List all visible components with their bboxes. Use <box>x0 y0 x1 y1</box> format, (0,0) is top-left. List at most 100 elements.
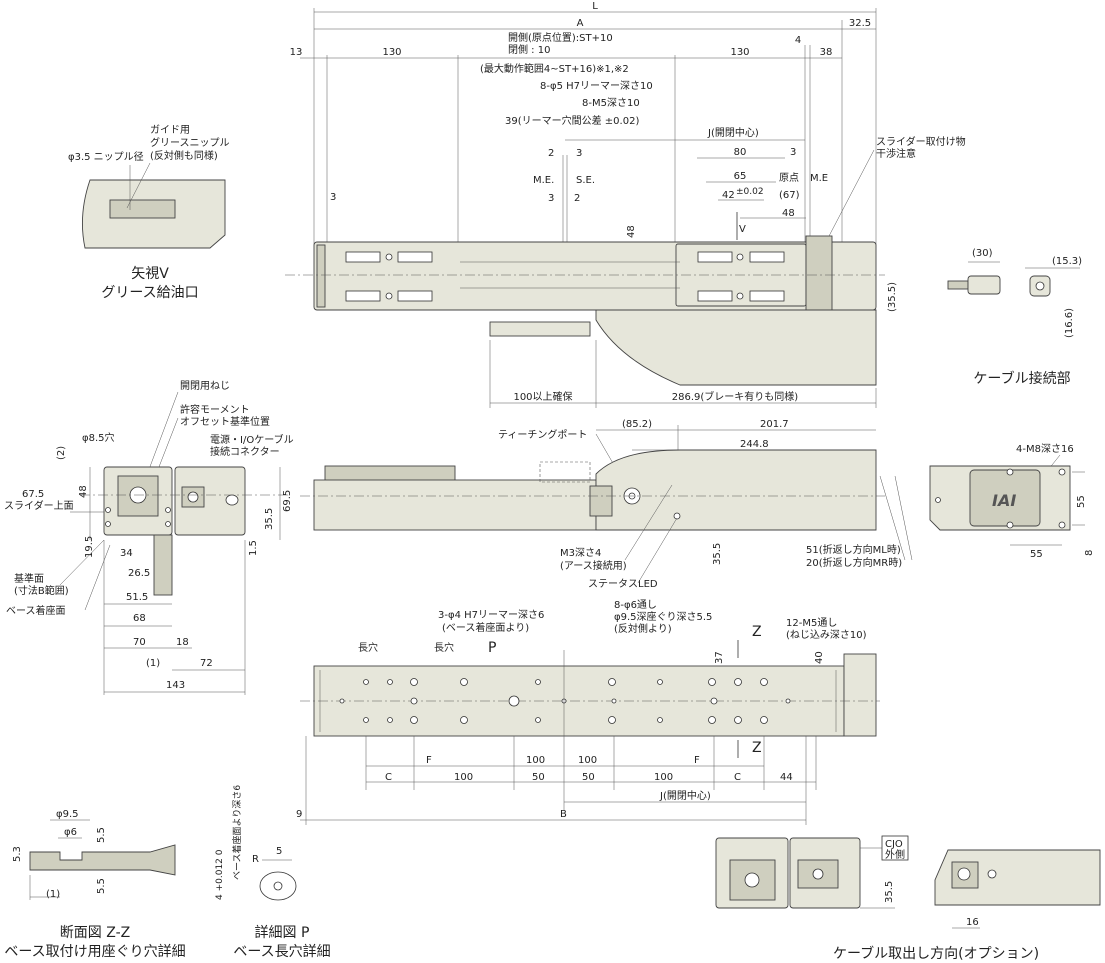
dim-f-left: F <box>426 755 432 766</box>
ref-face-1: 基準面 <box>14 572 44 585</box>
dim-55-end-h: 55 <box>1030 549 1043 560</box>
dim-5-3: 5.3 <box>12 846 23 862</box>
thru6-label-1: 8-φ6通し <box>614 599 657 611</box>
dim-30: (30) <box>972 248 993 259</box>
dim-9: 9 <box>296 809 302 820</box>
p-marker: P <box>488 640 496 656</box>
cable-section-title: ケーブル接続部 <box>973 370 1070 387</box>
side-section: 開閉用ねじ 許容モーメント オフセット基準位置 電源・I/Oケーブル 接続コネク… <box>4 380 294 695</box>
cjo-sublabel: 外側 <box>885 848 905 861</box>
dim-2-side: (2) <box>56 446 67 460</box>
dim-130a: 130 <box>382 47 401 58</box>
z-marker-top: Z <box>752 624 762 640</box>
m5-thru-label-1: 12-M5通し <box>786 617 837 629</box>
dim-37: 37 <box>714 651 725 664</box>
detail-p-tolerance: 4 +0.012 0 <box>215 849 225 900</box>
dim-70: 70 <box>133 637 146 648</box>
view-v-title: 矢視V <box>131 266 169 282</box>
dim-8-end: 8 <box>1084 550 1095 556</box>
dim-15-3: (15.3) <box>1052 256 1082 267</box>
se-label: S.E. <box>576 175 595 186</box>
detail-p-subtitle: ベース長穴詳細 <box>233 944 330 960</box>
moment-label-1: 許容モーメント <box>180 403 250 416</box>
dim-50-right: 50 <box>582 772 595 783</box>
dim-phi-6: φ6 <box>64 827 77 838</box>
dim-286-9: 286.9(ブレーキ有りも同様) <box>672 390 799 403</box>
slider-top-label: スライダー上面 <box>4 499 74 512</box>
dim-5-detail: 5 <box>276 846 282 857</box>
dim-c-left: C <box>385 772 392 783</box>
dim-3a: 3 <box>576 148 582 159</box>
dim-26-5: 26.5 <box>128 568 150 579</box>
guide-nipple-3: (反対側も同様) <box>150 149 218 162</box>
dim-100-upper-right: 100 <box>578 755 597 766</box>
base-face-label: ベース着座面 <box>6 604 66 617</box>
stroke-range-note: (最大動作範囲4~ST+16)※1,※2 <box>480 62 629 75</box>
detail-p-depth: ベース着座面より深さ6 <box>231 785 243 880</box>
dim-16-option: 16 <box>966 917 979 928</box>
cable-connection: (30) (15.3) (16.6) ケーブル接続部 <box>947 248 1082 387</box>
dim-L: L <box>592 1 598 12</box>
dim-42-tol: ±0.02 <box>736 187 764 197</box>
m5-thru-label-2: (ねじ込み深さ10) <box>786 629 867 641</box>
dim-72: 72 <box>200 658 213 669</box>
dim-48a: 48 <box>626 225 637 238</box>
ref-face-2: (寸法B範囲) <box>14 584 69 597</box>
m8-label: 4-M8深さ16 <box>1016 443 1074 455</box>
section-zz-title: 断面図 Z-Z <box>60 925 130 941</box>
dim-68: 68 <box>133 613 146 624</box>
z-marker-bottom: Z <box>752 740 762 756</box>
top-view: L A 32.5 13 130 130 4 38 開側(原点位置):ST+10 … <box>285 1 966 408</box>
dim-44: 44 <box>780 772 793 783</box>
dim-100-upper-left: 100 <box>526 755 545 766</box>
dim-19-5: 19.5 <box>84 536 95 558</box>
view-v-subtitle: グリース給油口 <box>101 285 198 301</box>
reamer4-label-1: 3-φ4 H7リーマー深さ6 <box>438 609 544 621</box>
reamer5-note: 8-φ5 H7リーマー深さ10 <box>540 80 653 92</box>
dim-35-5-option: 35.5 <box>884 881 895 903</box>
dim-67: (67) <box>779 190 800 201</box>
slot-label-2: 長穴 <box>434 641 454 654</box>
dim-51-ml: 51(折返し方向ML時) <box>806 543 901 556</box>
power-label-1: 電源・I/Oケーブル <box>210 433 294 446</box>
dim-38: 38 <box>820 47 833 58</box>
dim-13: 13 <box>290 47 303 58</box>
dim-20-mr: 20(折返し方向MR時) <box>806 556 902 569</box>
slot-label-1: 長穴 <box>358 641 378 654</box>
dim-35-5-top: (35.5) <box>887 282 898 312</box>
close-side-note: 閉側 : 10 <box>508 43 550 56</box>
dim-100-lower-right: 100 <box>654 772 673 783</box>
view-v: ガイド用 グリースニップル (反対側も同様) φ3.5 ニップル径 矢視V グリ… <box>68 124 230 301</box>
open-side-note: 開側(原点位置):ST+10 <box>508 31 613 44</box>
dim-c-right: C <box>734 772 741 783</box>
cjo-label: CJO <box>885 839 903 850</box>
bottom-view: 3-φ4 H7リーマー深さ6 (ベース着座面より) 8-φ6通し φ9.5深座ぐ… <box>296 599 880 825</box>
dim-55-end-v: 55 <box>1076 495 1087 508</box>
iai-logo: IAI <box>992 491 1016 510</box>
end-view: 4-M8深さ16 IAI 55 55 8 <box>929 443 1095 560</box>
dim-1-5: 1.5 <box>248 540 259 556</box>
dim-3b: 3 <box>548 193 554 204</box>
dim-65: 65 <box>734 171 747 182</box>
screw-label: 開閉用ねじ <box>180 380 230 392</box>
dim-130b: 130 <box>730 47 749 58</box>
dim-67-5: 67.5 <box>22 489 44 500</box>
reamer-pitch-note: 39(リーマー穴間公差 ±0.02) <box>505 114 639 127</box>
origin-label: 原点 <box>779 172 799 184</box>
cable-option-title: ケーブル取出し方向(オプション) <box>833 945 1039 962</box>
dim-50-left: 50 <box>532 772 545 783</box>
dim-80: 80 <box>734 147 747 158</box>
dim-100-lower-left: 100 <box>454 772 473 783</box>
dim-35-5-side: 35.5 <box>264 508 275 530</box>
dim-5-5-top: 5.5 <box>96 827 107 843</box>
dim-3c: 3 <box>330 192 336 203</box>
thru6-label-3: (反対側より) <box>614 622 672 635</box>
dim-40: 40 <box>814 651 825 664</box>
dim-18: 18 <box>176 637 189 648</box>
detail-p: 4 +0.012 0 ベース着座面より深さ6 5 R 詳細図 P ベース長穴詳細 <box>215 785 331 960</box>
cable-option: 35.5 CJO 外側 16 ケーブル取出し方向(オプション) <box>715 835 1101 962</box>
dim-42: 42 <box>722 190 735 201</box>
teaching-port-label: ティーチングポート <box>498 428 587 441</box>
dim-1-section: (1) <box>46 889 60 900</box>
